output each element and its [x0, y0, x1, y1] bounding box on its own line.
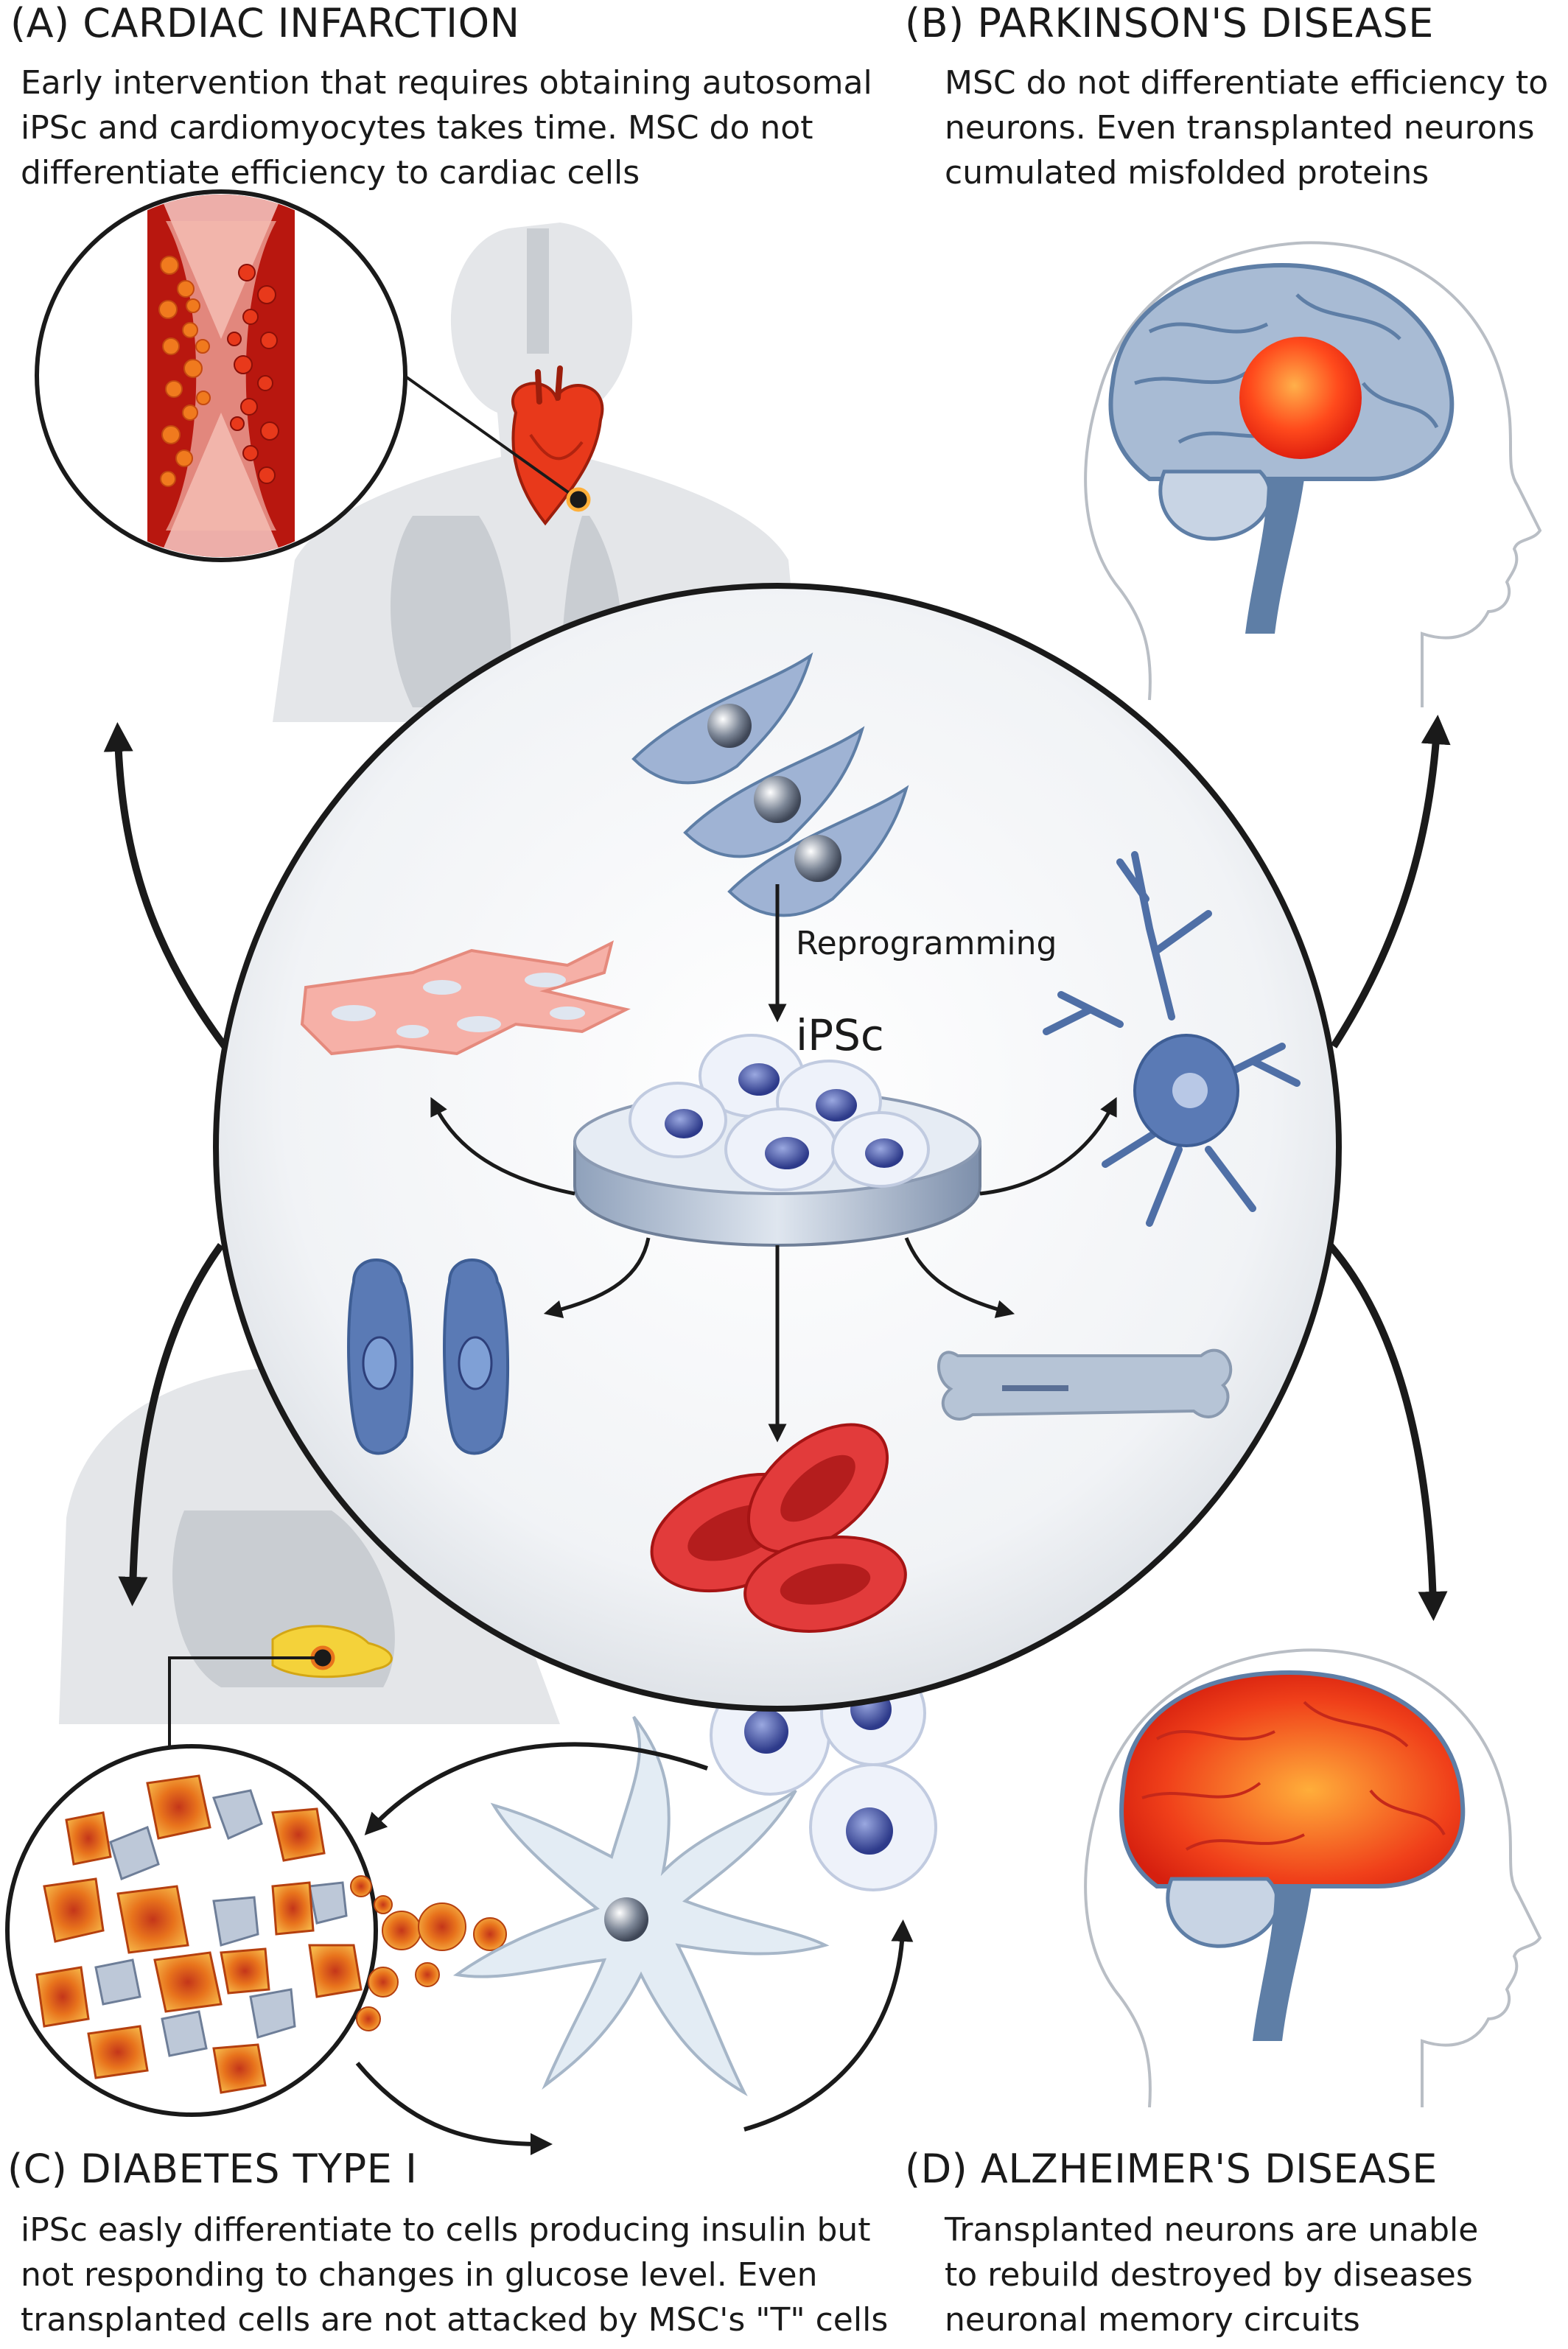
cardiomyocyte-icon: [300, 940, 631, 1056]
arrow-to-cardiac: [103, 722, 228, 1049]
left-lung-icon: [391, 516, 511, 707]
tcell-to-islet-arrow: [364, 1742, 708, 1835]
arrow-to-neuron: [979, 1096, 1117, 1196]
ipsc-cells-icon: [629, 1034, 930, 1191]
artery-zoom-circle: [35, 189, 407, 562]
msc-to-tcell-arrow: [743, 1919, 914, 2132]
panel-d-illustration: [1084, 1648, 1542, 2108]
bone-icon: [937, 1348, 1233, 1421]
islet-zoom-circle: [5, 1744, 378, 2117]
pancreas-zoom-connector: [168, 1656, 323, 1746]
brainstem-b-icon: [1245, 479, 1304, 634]
islet-to-msc-arrow: [355, 2062, 553, 2155]
panel-d-description: Transplanted neurons are unable to rebui…: [945, 2211, 1479, 2339]
panel-b-title: (B) PARKINSON'S DISEASE: [905, 0, 1434, 46]
panel-c-illustration: [5, 1368, 937, 2155]
panel-d-title: (D) ALZHEIMER'S DISEASE: [905, 2146, 1438, 2192]
central-circle: Reprogramming iPSc: [213, 583, 1342, 1712]
arrow-to-beta-cell: [543, 1237, 651, 1319]
brainstem-d-icon: [1253, 1886, 1312, 2041]
heart-zoom-connector: [388, 363, 580, 501]
red-blood-cells-in-vessel-icon: [227, 264, 279, 484]
arrow-to-parkinsons: [1330, 715, 1451, 1049]
reprogramming-label: Reprogramming: [796, 925, 1057, 962]
head-profile-b: [1084, 241, 1542, 707]
fibroblast-cells-icon: [631, 652, 909, 917]
substantia-nigra-lesion-icon: [1239, 337, 1362, 459]
trachea-icon: [527, 228, 549, 354]
cerebellum-d-icon: [1166, 1877, 1280, 1948]
bone-marrow-line: [1002, 1385, 1068, 1391]
heart-icon: [511, 365, 604, 526]
brain-gyri-d: [1141, 1701, 1446, 1851]
msc-cell-icon: [452, 1715, 830, 2097]
arrow-to-bone: [904, 1237, 1015, 1318]
panel-a-description: Early intervention that requires obtaini…: [21, 64, 872, 192]
red-blood-cells-icon: [650, 1423, 907, 1633]
panel-a-title: (A) CARDIAC INFARCTION: [10, 0, 520, 46]
plaque-deposits-icon: [158, 256, 211, 487]
panel-c-description: iPSc easly differentiate to cells produc…: [21, 2211, 889, 2339]
panel-c-title: (C) DIABETES TYPE I: [7, 2146, 418, 2192]
neuron-icon: [1043, 851, 1301, 1227]
cerebellum-b-icon: [1158, 469, 1273, 541]
ipsc-label: iPSc: [796, 1010, 884, 1060]
brain-gyri-b: [1134, 293, 1439, 444]
panel-b-description: MSC do not differentiate efficiency to n…: [945, 64, 1549, 192]
infarct-marker-icon: [566, 487, 591, 512]
panel-b-illustration: [1084, 241, 1542, 707]
arrow-to-alzheimers: [1327, 1242, 1448, 1621]
head-profile-d: [1084, 1648, 1542, 2108]
beta-cells-icon: [347, 1258, 510, 1455]
arrow-to-cardiomyocyte: [430, 1096, 575, 1196]
pancreatic-islet-cells-icon: [35, 1774, 363, 2094]
brain-cortex-d-icon: [1119, 1670, 1466, 1888]
arrow-to-diabetes: [118, 1243, 225, 1606]
